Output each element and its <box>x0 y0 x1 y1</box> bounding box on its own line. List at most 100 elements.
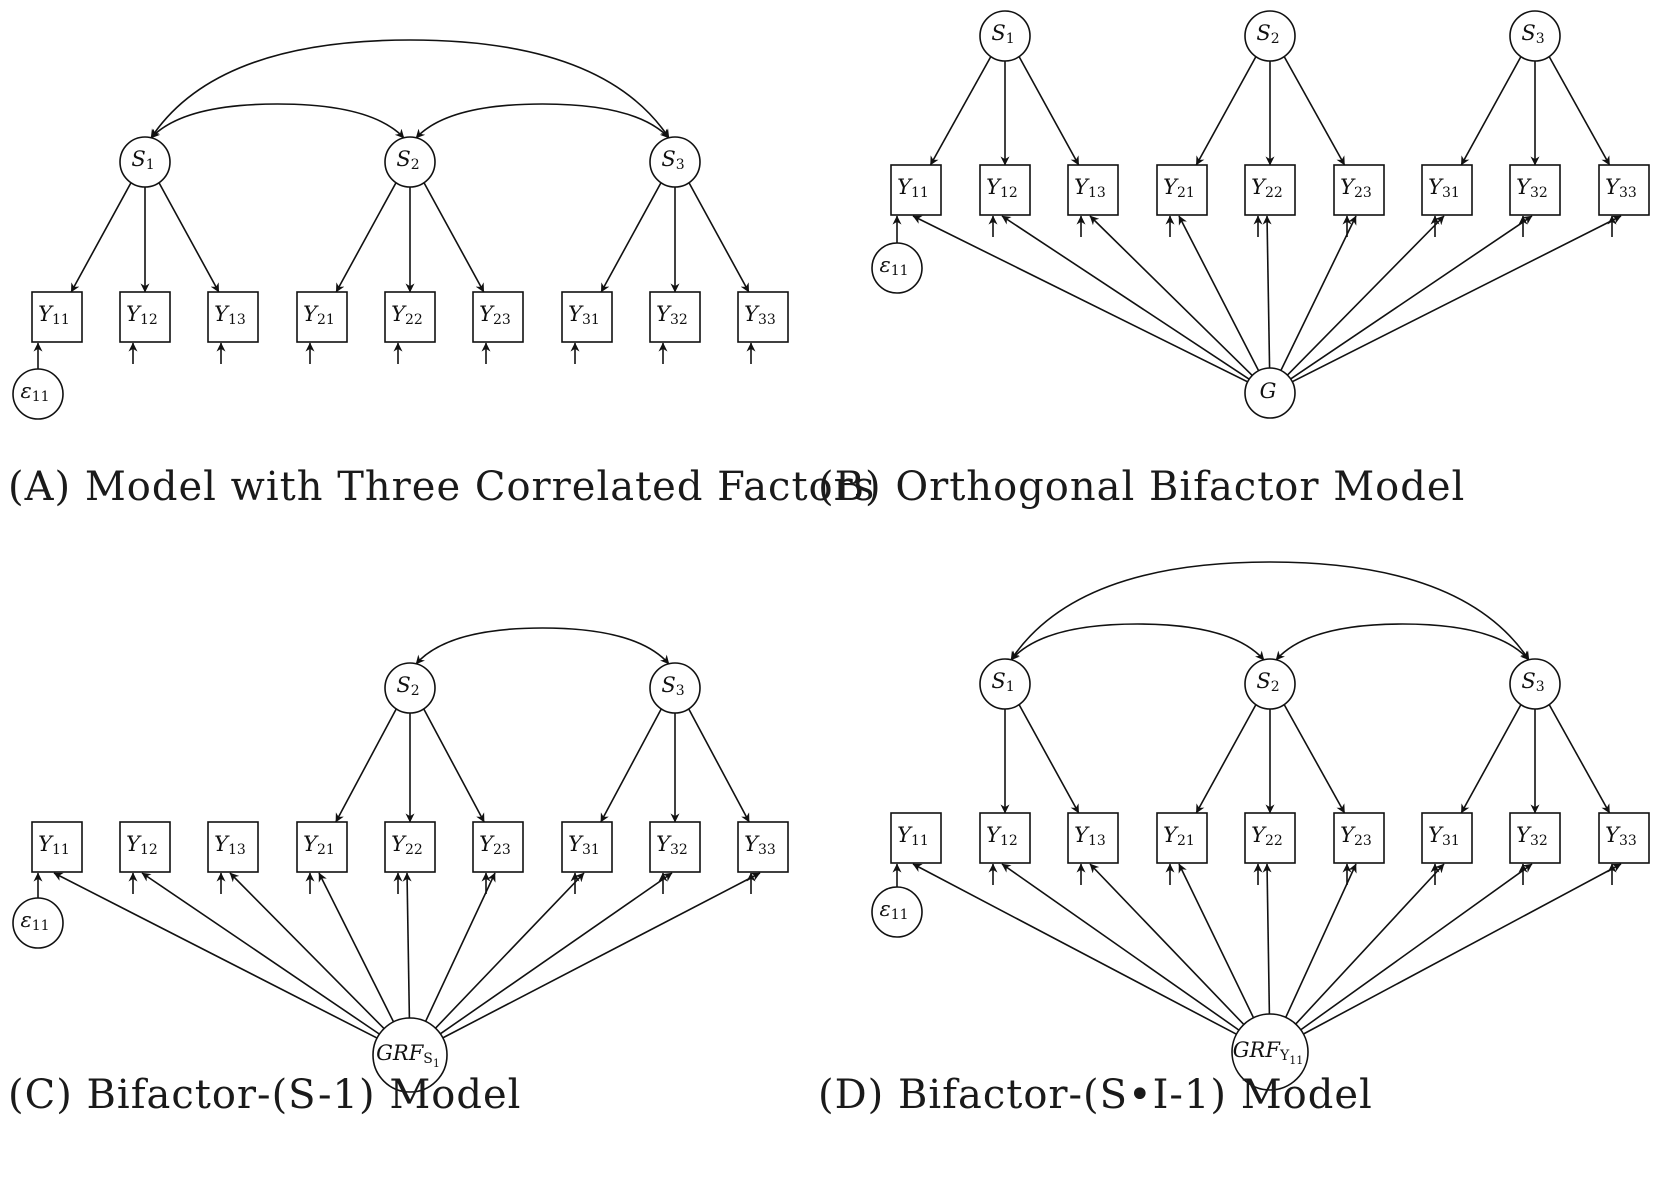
general-loading-arrow <box>53 872 378 1039</box>
indicator-label-y23-main: Y <box>1340 823 1356 847</box>
indicator-box-y31 <box>1421 164 1473 216</box>
indicator-label-y31-main: Y <box>1428 175 1444 199</box>
factor-label-s3-main: S <box>1521 669 1535 693</box>
correlation-arc <box>1269 561 1530 661</box>
indicator-label-y13-sub: 13 <box>1088 833 1106 849</box>
indicator-label-y21: Y21 <box>303 302 335 328</box>
general-loading-arrow <box>424 872 496 1022</box>
indicator-label-y32: Y32 <box>1516 823 1548 849</box>
loading-arrow <box>423 708 485 823</box>
indicator-label-y23-sub: 23 <box>1354 185 1372 201</box>
factor-label-s3-main: S <box>661 147 675 171</box>
indicator-label-y22-sub: 22 <box>405 312 423 328</box>
general-loading-arrow <box>1291 215 1622 383</box>
indicator-label-y13-main: Y <box>214 832 230 856</box>
indicator-label-y11-sub: 11 <box>52 312 70 328</box>
general-loading-arrow <box>912 215 1248 383</box>
indicator-label-y33: Y33 <box>1605 175 1637 201</box>
indicator-label-y12: Y12 <box>986 823 1018 849</box>
indicator-label-y12: Y12 <box>126 832 158 858</box>
general-loading-arrow <box>912 863 1237 1035</box>
indicator-label-y33-sub: 33 <box>758 842 776 858</box>
factor-label-s2-main: S <box>396 147 410 171</box>
indicator-label-y13-main: Y <box>1074 175 1090 199</box>
factor-label-s2: S2 <box>1256 21 1279 47</box>
correlation-arc <box>277 103 405 139</box>
indicator-label-y12-main: Y <box>986 823 1002 847</box>
indicator-label-y22-main: Y <box>1251 175 1267 199</box>
indicator-box-y13 <box>207 291 259 343</box>
factor-label-s1-main: S <box>991 21 1005 45</box>
indicator-label-y33: Y33 <box>744 302 776 328</box>
general-loading-arrow <box>1280 215 1357 371</box>
indicator-label-y22-main: Y <box>391 832 407 856</box>
indicator-label-y22-sub: 22 <box>1265 833 1283 849</box>
indicator-label-y13: Y13 <box>214 302 246 328</box>
general-factor-label: GRFS1 <box>376 1041 440 1070</box>
indicator-label-y23-main: Y <box>479 302 495 326</box>
indicator-label-y31: Y31 <box>568 832 600 858</box>
indicator-label-y21-sub: 21 <box>1177 833 1195 849</box>
indicator-label-y31: Y31 <box>1428 823 1460 849</box>
indicator-label-y12-main: Y <box>126 832 142 856</box>
factor-label-s2-main: S <box>1256 669 1270 693</box>
factor-label-s3-sub: 3 <box>1536 679 1545 695</box>
indicator-label-y12-sub: 12 <box>140 312 158 328</box>
general-loading-arrow <box>318 872 395 1023</box>
indicator-box-y11 <box>31 291 83 343</box>
indicator-label-y22: Y22 <box>1251 175 1283 201</box>
general-loading-arrow <box>1262 863 1272 1015</box>
general-loading-arrow <box>434 872 585 1029</box>
factor-label-s3: S3 <box>1521 21 1544 47</box>
general-factor-circle <box>1231 1013 1309 1091</box>
indicator-box-y33 <box>737 291 789 343</box>
indicator-label-y12: Y12 <box>126 302 158 328</box>
loading-arrow <box>335 182 397 293</box>
indicator-label-y32-sub: 32 <box>1530 185 1548 201</box>
indicator-box-y21 <box>296 821 348 873</box>
loading-arrow <box>70 182 132 293</box>
factor-label-s2-main: S <box>396 673 410 697</box>
indicator-label-y11-sub: 11 <box>911 185 929 201</box>
indicator-box-y33 <box>1598 164 1650 216</box>
indicator-label-y11: Y11 <box>38 832 70 858</box>
error-label-epsilon11-sub: 11 <box>891 907 909 923</box>
factor-label-s1-main: S <box>991 669 1005 693</box>
indicator-label-y33-main: Y <box>1605 175 1621 199</box>
factor-label-s1: S1 <box>991 669 1014 695</box>
general-loading-arrow <box>1262 215 1272 369</box>
loading-arrow <box>1460 704 1522 814</box>
factor-label-s3: S3 <box>661 147 684 173</box>
indicator-label-y11-sub: 11 <box>911 833 929 849</box>
factor-label-s1-sub: 1 <box>146 157 155 173</box>
indicator-label-y33-sub: 33 <box>758 312 776 328</box>
indicator-box-y11 <box>890 164 942 216</box>
indicator-label-y32-sub: 32 <box>670 842 688 858</box>
indicator-label-y11-main: Y <box>38 832 54 856</box>
indicator-box-y13 <box>207 821 259 873</box>
panel-b-caption: (B) Orthogonal Bifactor Model <box>818 464 1465 510</box>
indicator-label-y32-main: Y <box>1516 823 1532 847</box>
indicator-label-y13-main: Y <box>1074 823 1090 847</box>
panel-d-caption: (D) Bifactor-(S•I-1) Model <box>818 1072 1373 1118</box>
factor-label-s3-main: S <box>1521 21 1535 45</box>
indicator-label-y21-main: Y <box>303 832 319 856</box>
indicator-label-y33: Y33 <box>744 832 776 858</box>
correlation-arc <box>542 627 670 665</box>
loading-arrow <box>1195 704 1257 814</box>
indicator-box-y33 <box>1598 812 1650 864</box>
indicator-label-y11: Y11 <box>897 823 929 849</box>
correlation-arc <box>1137 623 1265 661</box>
panel-c-caption: (C) Bifactor-(S-1) Model <box>8 1072 521 1118</box>
factor-label-s1: S1 <box>131 147 154 173</box>
general-factor-label-main: G <box>1260 379 1277 403</box>
correlation-arc <box>1010 623 1138 661</box>
error-label-epsilon11: ε11 <box>20 908 49 934</box>
error-label-epsilon11: ε11 <box>879 897 908 923</box>
loading-arrow <box>1195 56 1257 166</box>
indicator-label-y21-sub: 21 <box>1177 185 1195 201</box>
general-factor-label-subsub: 11 <box>1289 1054 1303 1067</box>
factor-label-s2-sub: 2 <box>411 683 420 699</box>
